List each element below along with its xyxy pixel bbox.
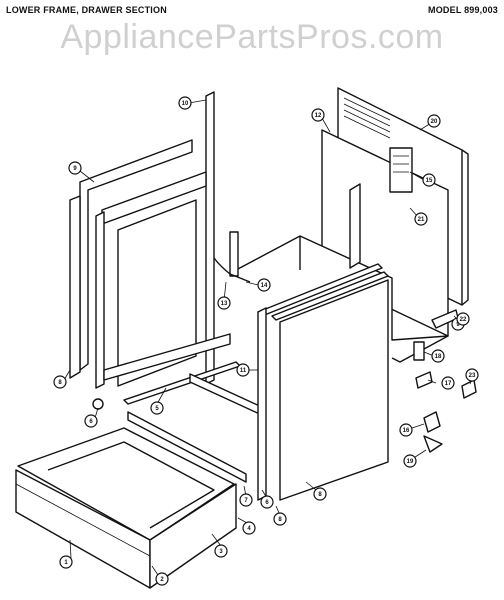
watermark: AppliancePartsPros.com [60,18,444,56]
callout-15: 15 [422,173,436,187]
svg-text:18: 18 [435,354,442,360]
callout-10: 10 [178,96,192,110]
side-panel-left [69,139,193,379]
svg-text:17: 17 [445,381,452,387]
callout-12: 12 [311,108,325,122]
callout-20: 20 [427,114,441,128]
callout-14: 14 [257,278,271,292]
svg-text:4: 4 [247,526,251,532]
callout-6-right: 6 [260,495,274,509]
drawer-rails [123,361,265,483]
callout-13: 13 [217,296,231,310]
callout-9-left: 9 [68,161,82,175]
callout-17: 17 [441,376,455,390]
valve-assembly [213,231,251,283]
svg-text:3: 3 [219,549,223,555]
callout-7: 7 [239,493,253,507]
callout-2: 2 [155,572,169,586]
callout-4: 4 [242,521,256,535]
svg-text:1: 1 [64,560,68,566]
svg-text:21: 21 [418,217,425,223]
model-number: MODEL 899,003 [428,5,498,15]
callout-8-bottom: 8 [273,512,287,526]
hardware-parts [92,309,477,453]
callout-8-right: 8 [313,487,327,501]
svg-text:2: 2 [160,577,164,583]
callout-3: 3 [214,544,228,558]
svg-text:5: 5 [155,406,159,412]
front-frame [257,263,389,501]
diagram-title: LOWER FRAME, DRAWER SECTION [6,5,167,15]
svg-text:13: 13 [221,301,228,307]
callout-8-left: 8 [53,375,67,389]
svg-text:12: 12 [315,113,322,119]
svg-text:15: 15 [426,178,433,184]
drawer [15,427,237,589]
callout-11: 11 [236,363,250,377]
svg-text:6: 6 [89,419,93,425]
svg-text:9: 9 [456,322,460,328]
svg-text:8: 8 [278,517,282,523]
svg-text:23: 23 [469,373,476,379]
left-frame [95,91,231,389]
svg-text:14: 14 [261,283,268,289]
svg-text:19: 19 [407,459,414,465]
door-panel [279,279,389,501]
svg-text:16: 16 [403,428,410,434]
svg-text:22: 22 [460,317,467,323]
svg-text:8: 8 [318,492,322,498]
svg-text:6: 6 [265,500,269,506]
svg-text:11: 11 [240,368,247,374]
callout-1: 1 [59,555,73,569]
svg-text:9: 9 [73,166,77,172]
svg-text:20: 20 [431,119,438,125]
svg-text:10: 10 [182,101,189,107]
callout-22: 22 [456,312,470,326]
svg-text:8: 8 [58,380,62,386]
callout-21: 21 [414,212,428,226]
callout-19: 19 [403,454,417,468]
callout-16: 16 [399,423,413,437]
callout-18: 18 [431,349,445,363]
svg-text:7: 7 [244,498,248,504]
callout-5: 5 [150,401,164,415]
callout-6-left: 6 [84,414,98,428]
callout-23: 23 [465,368,479,382]
